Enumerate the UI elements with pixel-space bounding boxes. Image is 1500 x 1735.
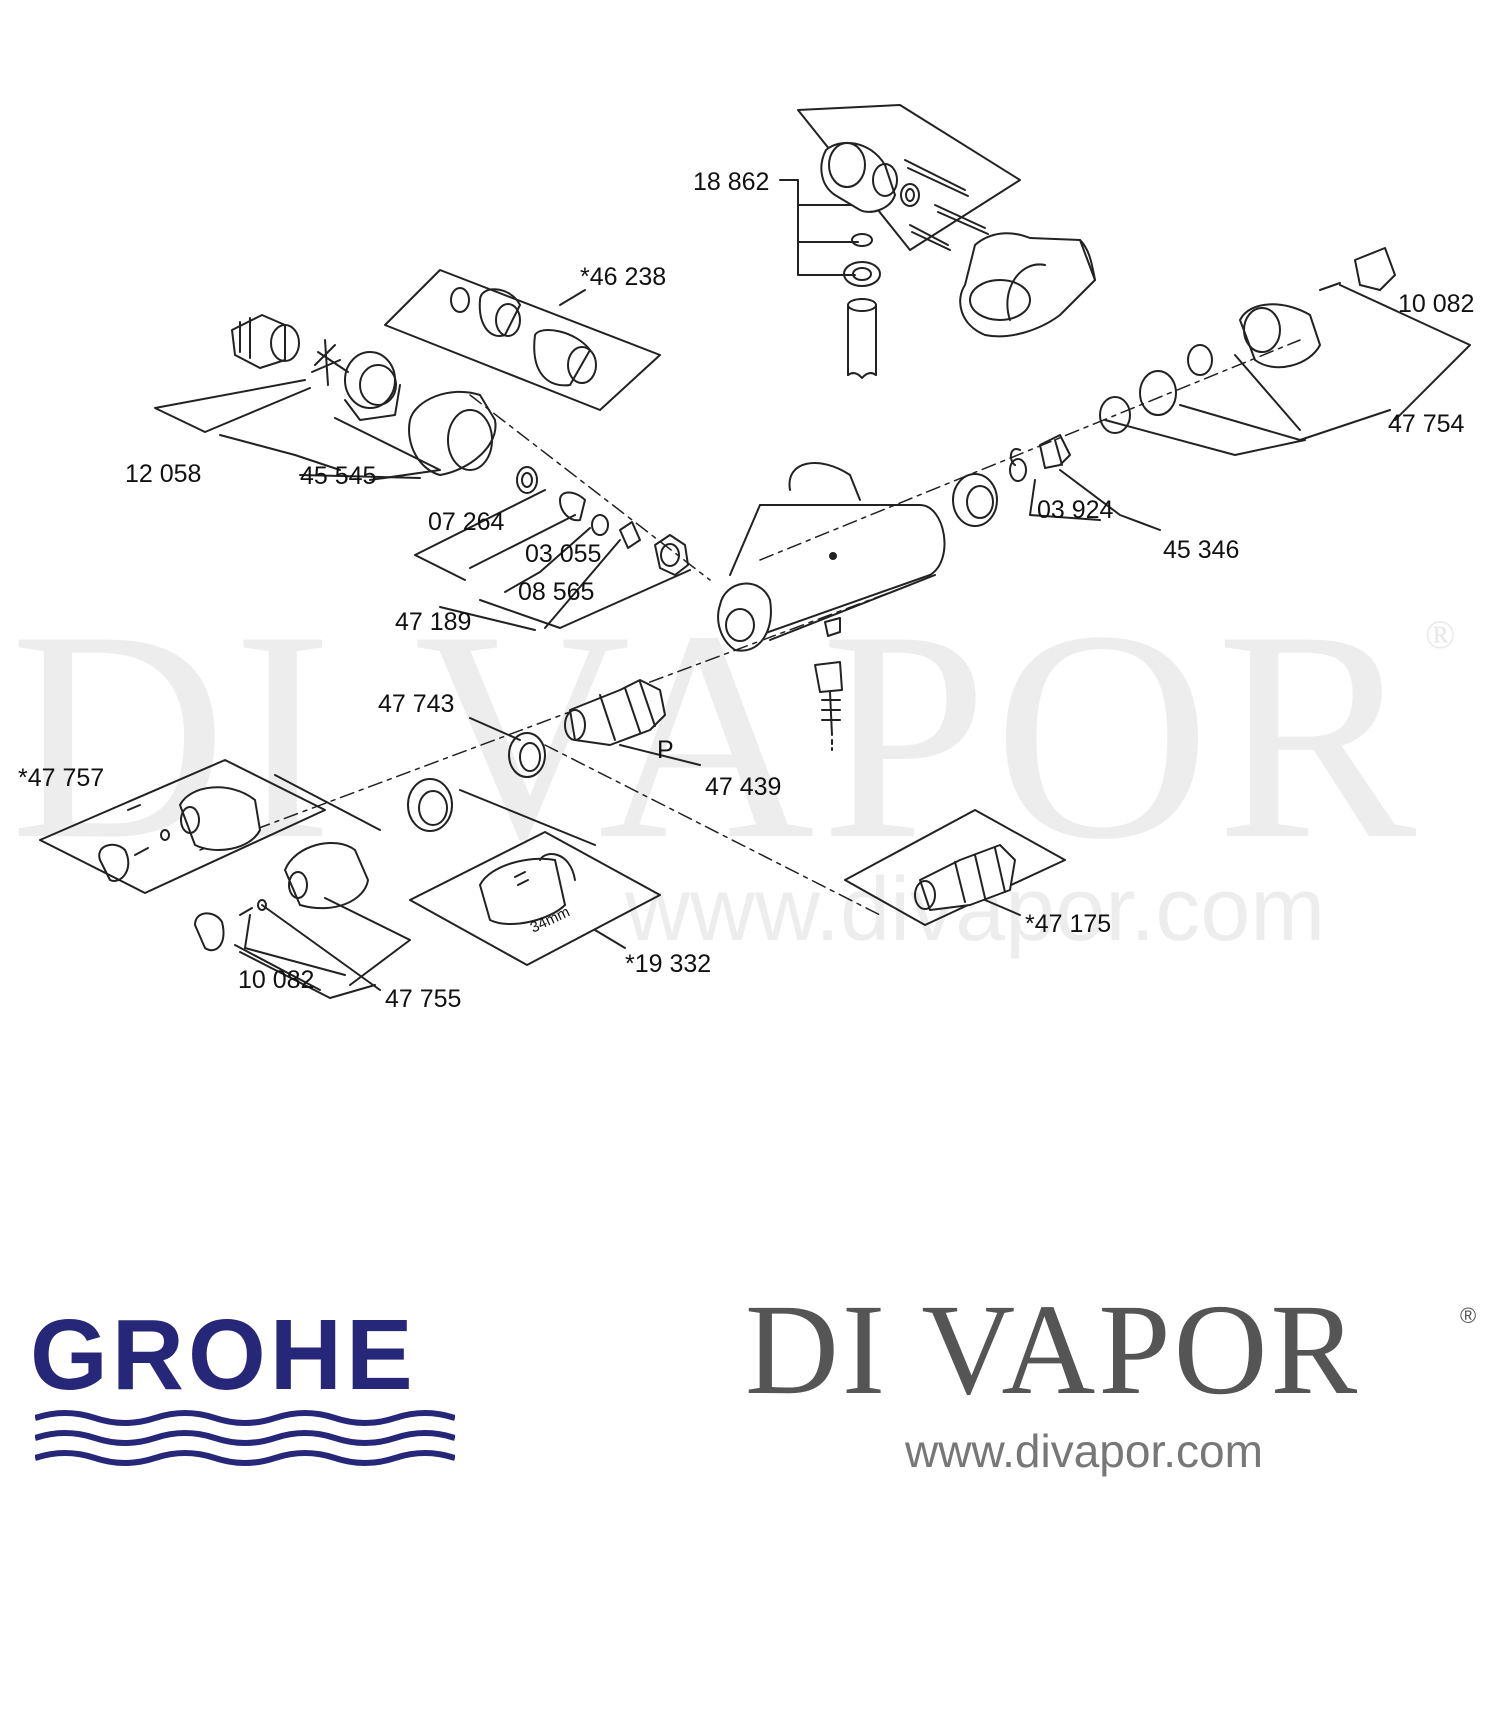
divapor-url: www.divapor.com bbox=[905, 1425, 1263, 1477]
part-label-19332: *19 332 bbox=[625, 950, 712, 978]
small-parts-group bbox=[414, 466, 691, 631]
part-label-07264: 07 264 bbox=[428, 508, 505, 536]
nut-left bbox=[407, 778, 453, 832]
part-label-47757: *47 757 bbox=[18, 764, 105, 792]
part-label-12058: 12 058 bbox=[125, 460, 202, 488]
part-label-03924: 03 924 bbox=[1037, 496, 1114, 524]
part-label-03055: 03 055 bbox=[525, 540, 602, 568]
parts-drawing bbox=[39, 104, 1471, 999]
part-label-47189: 47 189 bbox=[395, 608, 472, 636]
part-label-46238: *46 238 bbox=[580, 263, 667, 291]
kit-46238-group bbox=[384, 269, 661, 411]
ring-47743 bbox=[469, 717, 546, 778]
right-assembly bbox=[952, 247, 1471, 531]
part-label-47755: 47 755 bbox=[385, 985, 462, 1013]
part-label-47175: *47 175 bbox=[1025, 910, 1112, 938]
part-label-10082-top: 10 082 bbox=[1398, 290, 1475, 318]
kit-47757-group bbox=[39, 759, 381, 894]
grohe-logo bbox=[35, 1605, 435, 1735]
part-label-08565: 08 565 bbox=[518, 578, 595, 606]
part-label-47439: 47 439 bbox=[705, 773, 782, 801]
divapor-wordmark: DI VAPOR bbox=[745, 1278, 1361, 1422]
grohe-waves-icon bbox=[35, 1410, 455, 1466]
part-label-45545: 45 545 bbox=[300, 462, 377, 490]
watermark-registered-mark: ® bbox=[1425, 612, 1456, 657]
part-label-P: P bbox=[657, 736, 674, 764]
mixer-body bbox=[717, 462, 946, 751]
part-label-47743: 47 743 bbox=[378, 690, 455, 718]
cartridge-47439 bbox=[564, 679, 701, 766]
part-label-47754: 47 754 bbox=[1388, 410, 1465, 438]
divapor-registered-mark: ® bbox=[1460, 1303, 1477, 1328]
left-upper-assembly bbox=[154, 314, 497, 481]
part-label-10082-bottom: 10 082 bbox=[238, 966, 315, 994]
wall-connection-group bbox=[779, 104, 1096, 379]
grohe-wordmark-text: GROHE bbox=[30, 1299, 417, 1411]
kit-47175-group bbox=[844, 809, 1066, 926]
part-label-18862: 18 862 bbox=[693, 168, 770, 196]
part-label-45346: 45 346 bbox=[1163, 536, 1240, 564]
exploded-parts-diagram: DI VAPOR ® www.divapor.com bbox=[10, 104, 1477, 1477]
handle-47755 bbox=[194, 841, 411, 999]
kit-19332-group bbox=[409, 789, 661, 966]
